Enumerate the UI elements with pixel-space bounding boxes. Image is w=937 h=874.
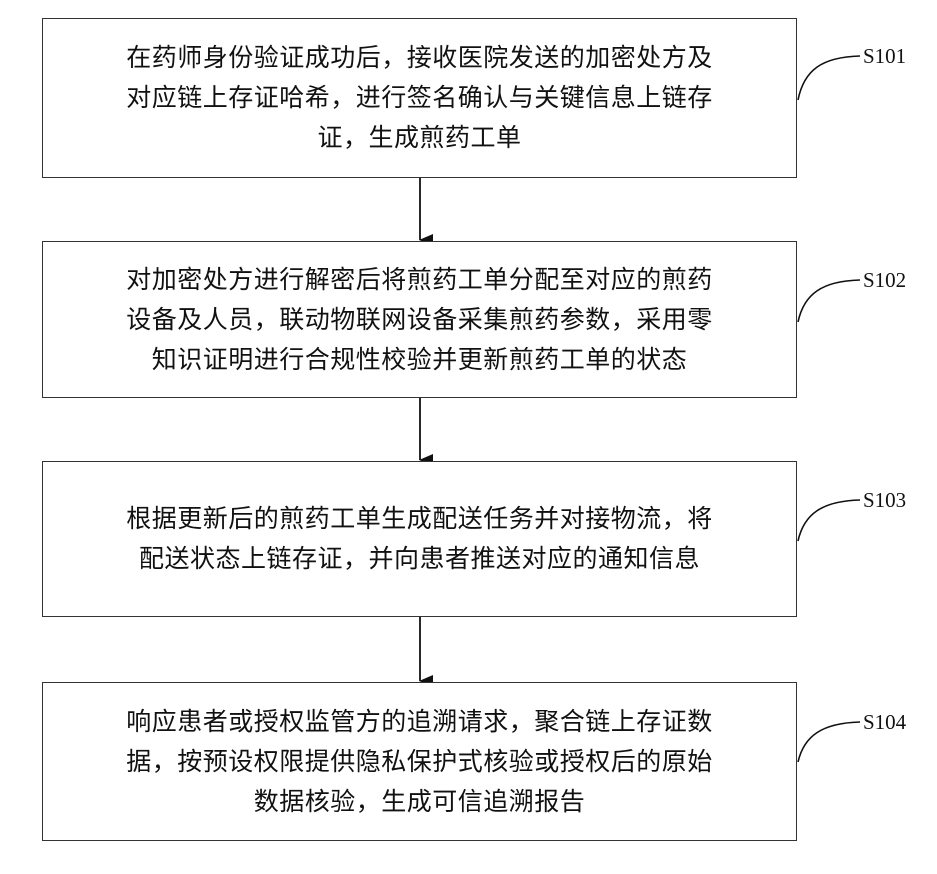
step-text-s102: 对加密处方进行解密后将煎药工单分配至对应的煎药 设备及人员，联动物联网设备采集煎…	[126, 260, 713, 380]
step-label-s101: S101	[863, 44, 906, 69]
step-s103-line-1: 根据更新后的煎药工单生成配送任务并对接物流，将	[126, 499, 713, 539]
step-s101-line-1: 在药师身份验证成功后，接收医院发送的加密处方及	[126, 38, 713, 78]
step-s104-line-1: 响应患者或授权监管方的追溯请求，聚合链上存证数	[126, 702, 713, 742]
step-s103-line-2: 配送状态上链存证，并向患者推送对应的通知信息	[126, 539, 713, 579]
step-box-s103: 根据更新后的煎药工单生成配送任务并对接物流，将 配送状态上链存证，并向患者推送对…	[42, 461, 797, 617]
step-box-s104: 响应患者或授权监管方的追溯请求，聚合链上存证数 据，按预设权限提供隐私保护式核验…	[42, 682, 797, 841]
step-s101-line-2: 对应链上存证哈希，进行签名确认与关键信息上链存	[126, 78, 713, 118]
step-s104-line-3: 数据核验，生成可信追溯报告	[126, 782, 713, 822]
step-label-s102: S102	[863, 268, 906, 293]
step-text-s103: 根据更新后的煎药工单生成配送任务并对接物流，将 配送状态上链存证，并向患者推送对…	[126, 499, 713, 579]
leader-curve-s101	[798, 56, 860, 100]
step-s102-line-1: 对加密处方进行解密后将煎药工单分配至对应的煎药	[126, 260, 713, 300]
leader-curve-s102	[798, 280, 860, 322]
leader-curve-s104	[798, 722, 860, 762]
step-label-s104: S104	[863, 710, 906, 735]
step-s101-line-3: 证，生成煎药工单	[126, 118, 713, 158]
step-s102-line-3: 知识证明进行合规性校验并更新煎药工单的状态	[126, 340, 713, 380]
leader-curve-s103	[798, 500, 860, 541]
step-s102-line-2: 设备及人员，联动物联网设备采集煎药参数，采用零	[126, 300, 713, 340]
step-label-s103: S103	[863, 488, 906, 513]
step-box-s101: 在药师身份验证成功后，接收医院发送的加密处方及 对应链上存证哈希，进行签名确认与…	[42, 18, 797, 178]
step-text-s101: 在药师身份验证成功后，接收医院发送的加密处方及 对应链上存证哈希，进行签名确认与…	[126, 38, 713, 158]
step-text-s104: 响应患者或授权监管方的追溯请求，聚合链上存证数 据，按预设权限提供隐私保护式核验…	[126, 702, 713, 822]
step-box-s102: 对加密处方进行解密后将煎药工单分配至对应的煎药 设备及人员，联动物联网设备采集煎…	[42, 241, 797, 398]
step-s104-line-2: 据，按预设权限提供隐私保护式核验或授权后的原始	[126, 742, 713, 782]
